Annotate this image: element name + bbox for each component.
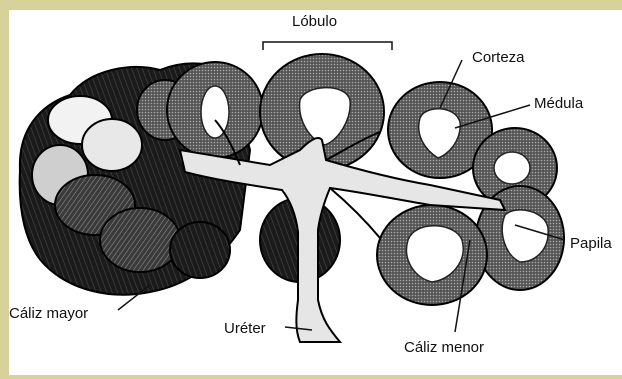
lobulo-bracket bbox=[263, 42, 392, 50]
label-caliz-mayor: Cáliz mayor bbox=[9, 305, 88, 322]
label-medula: Médula bbox=[534, 95, 584, 112]
label-lobulo: Lóbulo bbox=[292, 13, 337, 30]
label-ureter: Uréter bbox=[224, 320, 266, 337]
label-caliz-menor: Cáliz menor bbox=[404, 339, 484, 356]
label-corteza: Corteza bbox=[472, 49, 525, 66]
label-papila: Papila bbox=[570, 235, 612, 252]
